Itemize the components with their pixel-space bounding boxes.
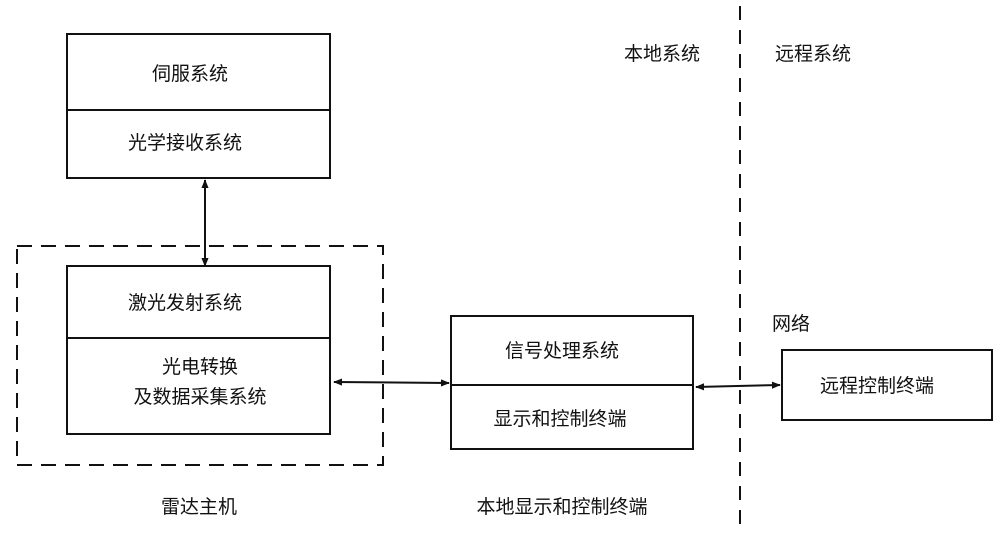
remote-system-label: 远程系统 <box>775 43 851 65</box>
laser-photoelectric-box <box>66 265 331 435</box>
network-label: 网络 <box>772 313 810 335</box>
radar-signal-arrow <box>333 378 450 387</box>
radar-host-boundary <box>16 245 384 466</box>
photoelectric-label-line1: 光电转换 <box>162 356 238 378</box>
optical-receiver-label: 光学接收系统 <box>128 132 242 154</box>
servo-optical-box <box>66 33 331 179</box>
signal-display-block: 信号处理系统 显示和控制终端 <box>450 315 694 450</box>
signal-processing-label: 信号处理系统 <box>505 340 619 362</box>
photoelectric-label-line2: 及数据采集系统 <box>133 386 266 408</box>
local-system-label: 本地系统 <box>624 43 700 65</box>
radar-host-caption: 雷达主机 <box>161 496 237 518</box>
servo-system-label: 伺服系统 <box>152 63 228 85</box>
remote-terminal-label: 远程控制终端 <box>820 375 934 397</box>
servo-optical-block: 伺服系统 光学接收系统 <box>66 33 331 179</box>
display-control-label: 显示和控制终端 <box>493 408 626 430</box>
laser-photoelectric-block: 激光发射系统 光电转换 及数据采集系统 <box>66 265 331 435</box>
local-display-caption: 本地显示和控制终端 <box>476 496 647 518</box>
laser-transmitter-label: 激光发射系统 <box>128 292 242 314</box>
network-arrow <box>695 381 781 391</box>
remote-terminal-box <box>781 349 993 421</box>
signal-display-box <box>450 315 694 450</box>
